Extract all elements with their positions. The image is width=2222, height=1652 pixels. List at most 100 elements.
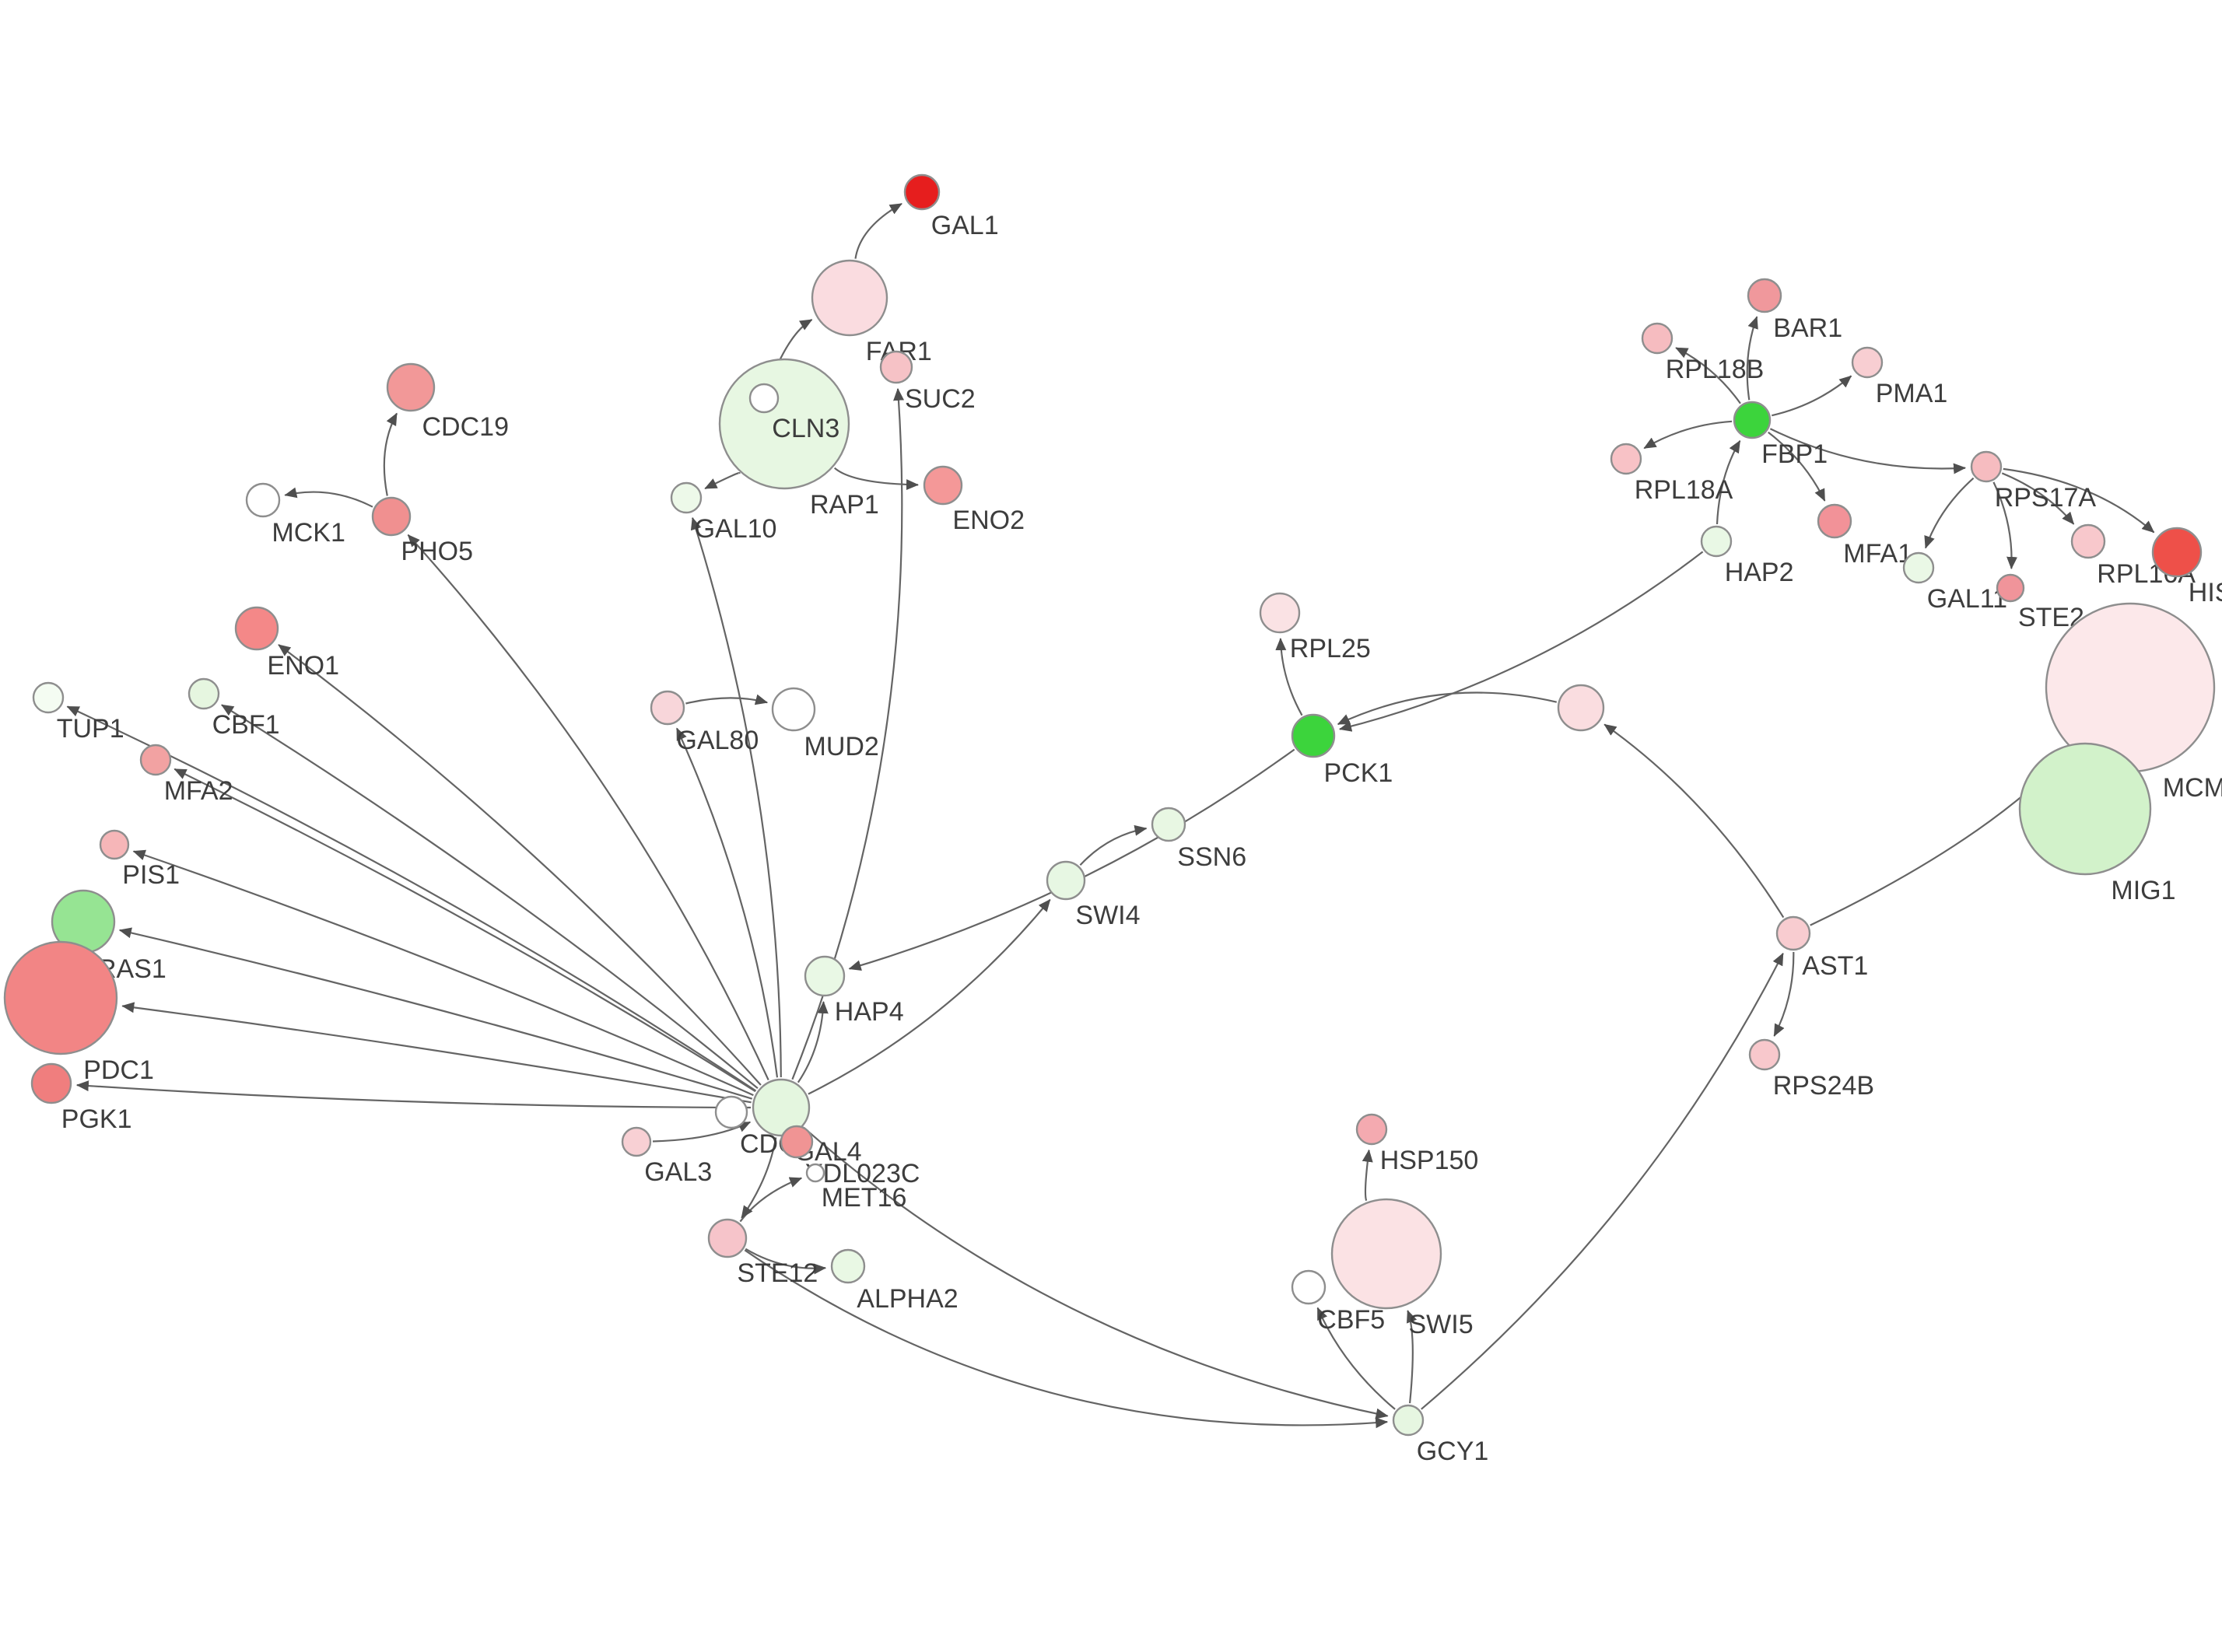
edge-RPS17A-STE2[interactable] bbox=[1992, 481, 2018, 569]
edge-RPS17A-RPL16A[interactable] bbox=[2001, 472, 2075, 525]
node-HIS4[interactable] bbox=[2151, 527, 2203, 578]
node-GAL3[interactable] bbox=[621, 1126, 652, 1157]
edge-GAL3-GAL4[interactable] bbox=[652, 1121, 752, 1143]
node-CLN3[interactable] bbox=[748, 383, 780, 414]
node-BAR1[interactable] bbox=[1747, 278, 1782, 313]
edge-GCY1-SWI5[interactable] bbox=[1406, 1310, 1418, 1404]
edge-GAL4-RAS1[interactable] bbox=[118, 927, 753, 1100]
edge-GAL4-HAP4[interactable] bbox=[797, 1001, 829, 1083]
node-MUD2[interactable] bbox=[771, 687, 816, 732]
node-STE2[interactable] bbox=[1996, 573, 2025, 603]
edge-STE12-GCY1[interactable] bbox=[744, 1249, 1389, 1429]
node-NODE26[interactable] bbox=[1557, 684, 1605, 732]
edge-GAL4-PHO5[interactable] bbox=[407, 534, 769, 1081]
node-PCK1[interactable] bbox=[1291, 713, 1336, 758]
edge-PCK1-RPL25[interactable] bbox=[1275, 638, 1303, 716]
node-MCK1[interactable] bbox=[245, 482, 281, 518]
edge-RPS17A-HIS4[interactable] bbox=[2003, 467, 2155, 534]
node-GAL1[interactable] bbox=[903, 173, 941, 211]
node-HAP4[interactable] bbox=[804, 955, 846, 997]
edge-GAL4-PIS1[interactable] bbox=[132, 849, 754, 1097]
edge-NODE26-PCK1[interactable] bbox=[1337, 691, 1558, 726]
edge-PHO5-MCK1[interactable] bbox=[284, 487, 373, 508]
node-GAL80[interactable] bbox=[650, 690, 685, 726]
node-PHO5[interactable] bbox=[371, 496, 412, 537]
edge-GAL4-TUP1[interactable] bbox=[66, 705, 757, 1092]
edge-GAL4-MFA2[interactable] bbox=[173, 768, 756, 1093]
node-YDL023C[interactable] bbox=[780, 1125, 814, 1159]
edge-GAL4-GCY1[interactable] bbox=[803, 1126, 1389, 1419]
node-HAP2[interactable] bbox=[1700, 525, 1733, 558]
edge-RAP1-GAL10[interactable] bbox=[704, 471, 741, 490]
edge-SWI5-HSP150[interactable] bbox=[1362, 1149, 1373, 1202]
node-RPS24B[interactable] bbox=[1748, 1038, 1781, 1071]
edge-GAL4-SWI4[interactable] bbox=[808, 898, 1051, 1095]
node-TUP1[interactable] bbox=[32, 681, 65, 714]
edge-FBP1-PMA1[interactable] bbox=[1772, 375, 1852, 417]
edge-AST1-NODE26[interactable] bbox=[1603, 723, 1785, 919]
node-FAR1[interactable] bbox=[811, 259, 888, 337]
edge-FBP1-RPL18B[interactable] bbox=[1675, 347, 1741, 404]
node-PGK1[interactable] bbox=[30, 1062, 72, 1104]
node-GAL11[interactable] bbox=[1902, 551, 1935, 584]
edge-AST1-RPS24B[interactable] bbox=[1773, 951, 1795, 1037]
node-ENO1[interactable] bbox=[234, 606, 279, 651]
node-SWI4[interactable] bbox=[1046, 860, 1086, 901]
edge-GAL4-PDC1[interactable] bbox=[121, 1002, 752, 1104]
node-MFA2[interactable] bbox=[139, 744, 172, 776]
node-STE12[interactable] bbox=[707, 1218, 748, 1258]
node-FBP1[interactable] bbox=[1733, 401, 1772, 439]
node-RPL18B[interactable] bbox=[1641, 322, 1674, 355]
edge-STE12-ALPHA2[interactable] bbox=[745, 1248, 827, 1275]
edge-FBP1-RPS17A[interactable] bbox=[1769, 428, 1966, 474]
edge-FBP1-MFA1[interactable] bbox=[1768, 431, 1826, 502]
node-MET16[interactable] bbox=[805, 1163, 825, 1183]
node-RPL16A[interactable] bbox=[2070, 523, 2106, 559]
node-CDC6[interactable] bbox=[714, 1095, 748, 1129]
edge-PHO5-CDC19[interactable] bbox=[383, 412, 398, 496]
node-PMA1[interactable] bbox=[1851, 346, 1884, 379]
edge-GAL4-STE12[interactable] bbox=[741, 1137, 777, 1219]
edge-PCK1-HAP4[interactable] bbox=[848, 748, 1295, 971]
edge-SWI4-SSN6[interactable] bbox=[1079, 824, 1148, 866]
edge-RPS17A-GAL11[interactable] bbox=[1924, 477, 1975, 549]
edge-GAL4-GAL80[interactable] bbox=[675, 727, 779, 1078]
node-HSP150[interactable] bbox=[1355, 1113, 1388, 1146]
node-AST1[interactable] bbox=[1775, 915, 1811, 951]
node-ALPHA2[interactable] bbox=[830, 1248, 866, 1284]
edge-HAP2-PCK1[interactable] bbox=[1339, 551, 1704, 732]
node-CDC19[interactable] bbox=[386, 362, 436, 412]
node-CBF5[interactable] bbox=[1291, 1269, 1327, 1305]
edge-GAL4-PGK1[interactable] bbox=[75, 1080, 752, 1109]
node-MFA1[interactable] bbox=[1817, 503, 1852, 539]
edge-FAR1-GAL1[interactable] bbox=[854, 202, 902, 259]
edge-HAP2-FBP1[interactable] bbox=[1716, 439, 1741, 525]
node-GCY1[interactable] bbox=[1392, 1404, 1425, 1437]
edge-RAP1-ENO2[interactable] bbox=[833, 467, 919, 491]
node-CBF1[interactable] bbox=[188, 677, 220, 710]
node-ENO2[interactable] bbox=[923, 465, 963, 506]
node-SWI5[interactable] bbox=[1330, 1198, 1442, 1310]
node-GAL4[interactable] bbox=[752, 1078, 811, 1137]
node-SUC2[interactable] bbox=[879, 350, 913, 384]
edge-STE12-MET16[interactable] bbox=[739, 1177, 803, 1223]
node-RPL25[interactable] bbox=[1259, 592, 1301, 634]
node-RAP1[interactable] bbox=[718, 358, 850, 490]
edge-GAL4-CBF1[interactable] bbox=[221, 704, 759, 1090]
edge-GAL80-MUD2[interactable] bbox=[685, 694, 769, 705]
node-PIS1[interactable] bbox=[99, 829, 130, 860]
node-SSN6[interactable] bbox=[1151, 807, 1186, 842]
edge-FBP1-RPL18A[interactable] bbox=[1643, 420, 1733, 450]
edge-FBP1-BAR1[interactable] bbox=[1746, 316, 1758, 401]
node-MIG1[interactable] bbox=[2018, 742, 2152, 876]
edge-GCY1-CBF5[interactable] bbox=[1316, 1307, 1396, 1410]
edge-GCY1-AST1[interactable] bbox=[1421, 952, 1784, 1410]
node-GAL10[interactable] bbox=[670, 481, 703, 514]
node-RPS17A[interactable] bbox=[1970, 450, 2003, 483]
node-PDC1[interactable] bbox=[3, 940, 118, 1055]
node-RPL18A[interactable] bbox=[1610, 443, 1642, 475]
edge-GAL4-ENO1[interactable] bbox=[278, 644, 762, 1086]
node-label-CDC19: CDC19 bbox=[422, 412, 509, 442]
edge-GAL4-GAL10[interactable] bbox=[690, 516, 782, 1078]
